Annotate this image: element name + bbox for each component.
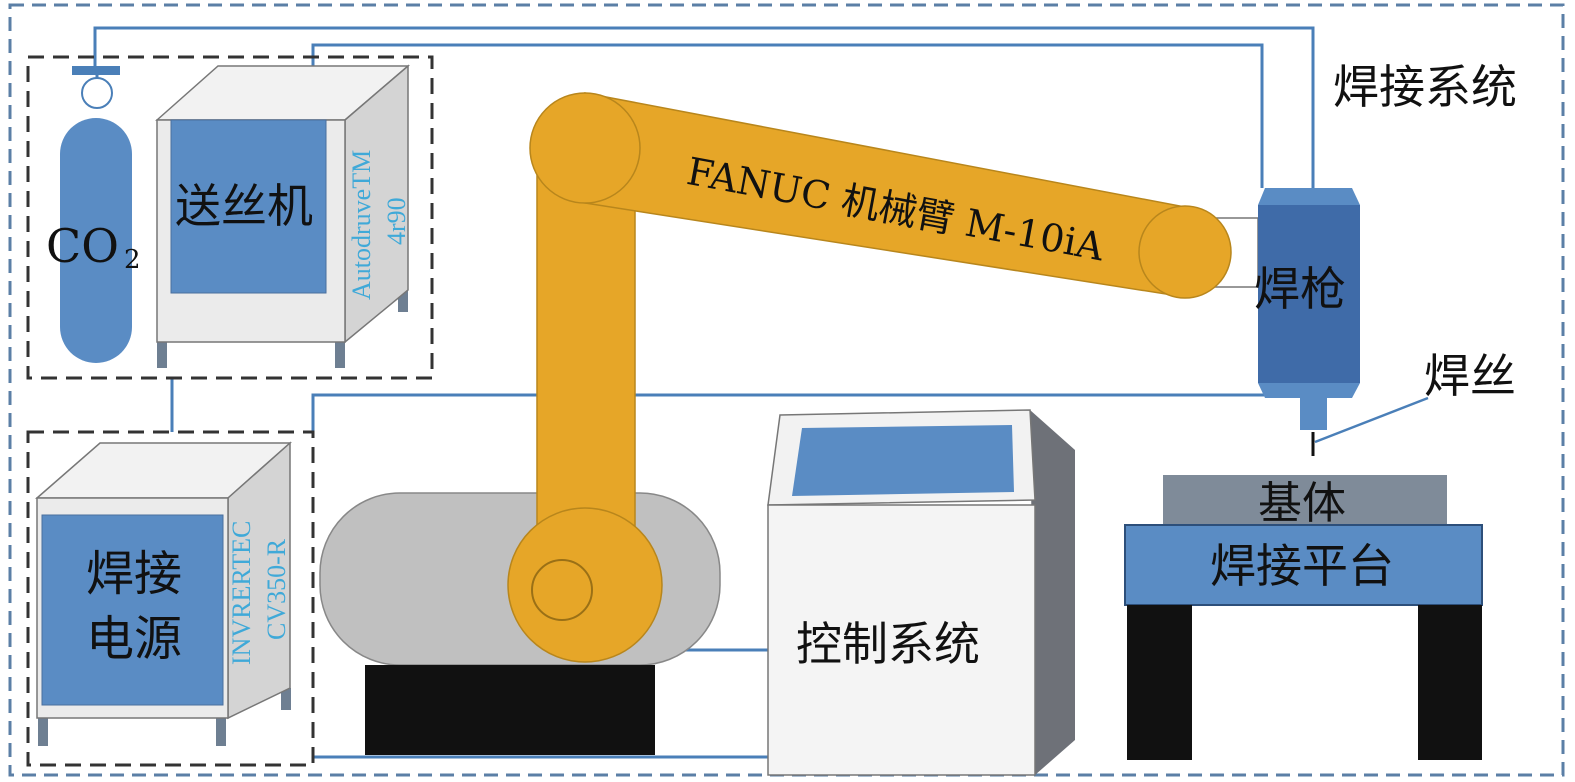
welding-wire-leader: [1314, 396, 1429, 444]
control-system-label: 控制系统: [796, 617, 980, 671]
substrate-label: 基体: [1258, 478, 1346, 529]
power-gun-line: [311, 393, 1275, 432]
gas-line: [93, 26, 1315, 188]
wire-feeder-label: 送丝机: [175, 179, 313, 233]
power-group-border: [26, 430, 315, 767]
control-system: 控制系统: [767, 409, 1075, 776]
welding-power-source: 焊接 电源 INVRERTEC CV350-R: [35, 441, 292, 746]
wire-feeder-model-1: AutodruveTM: [347, 150, 376, 300]
wire-feeder-model-2: 4r90: [382, 197, 411, 245]
welding-wire-label: 焊丝: [1424, 349, 1516, 403]
feeder-group-border: [26, 55, 434, 380]
wire-feeder: 送丝机 AutodruveTM 4r90: [155, 64, 411, 368]
fanuc-robot: FANUC 机械臂 M-10iA: [319, 92, 1259, 755]
welding-gun-label: 焊枪: [1254, 262, 1346, 316]
welding-gun: 焊枪 焊丝: [1254, 188, 1516, 456]
power-label-line1: 焊接: [86, 546, 182, 602]
welding-platform: 基体 焊接平台: [1124, 475, 1483, 760]
power-model-1: INVRERTEC: [227, 521, 256, 665]
platform-label: 焊接平台: [1210, 539, 1394, 593]
power-label-line2: 电源: [86, 611, 182, 667]
power-model-2: CV350-R: [262, 538, 291, 640]
welding-system-label: 焊接系统: [1333, 60, 1517, 114]
co2-cylinder: CO 2: [46, 66, 141, 363]
co2-label: CO: [46, 219, 119, 273]
co2-subscript: 2: [124, 245, 141, 275]
outer-system-border: [8, 3, 1565, 777]
connection-lines: [93, 26, 1315, 759]
